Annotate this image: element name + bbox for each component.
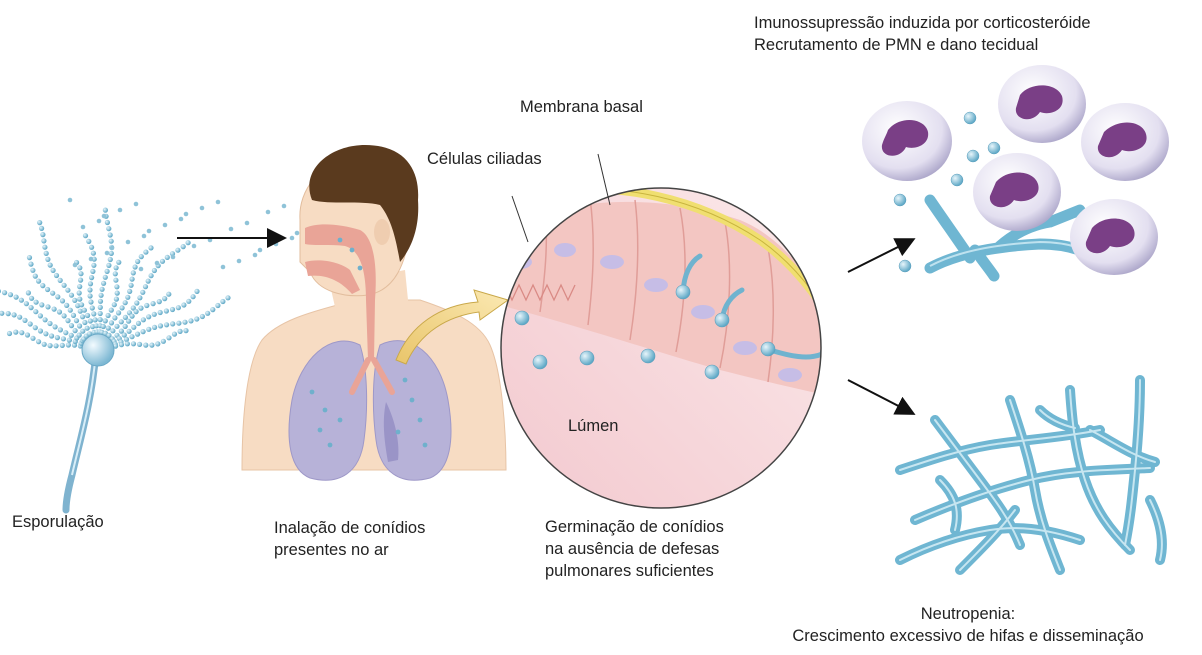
label-inhalation-line-2: presentes no ar	[274, 539, 425, 561]
label-immunosuppression: Imunossupressão induzida por corticoster…	[754, 12, 1091, 56]
magnified-airway-circle	[480, 154, 850, 508]
label-immunosuppression-line-1: Imunossupressão induzida por corticoster…	[754, 12, 1091, 34]
label-sporulation: Esporulação	[12, 511, 104, 533]
label-basal-membrane: Membrana basal	[520, 96, 643, 118]
label-inhalation-line-1: Inalação de conídios	[274, 517, 425, 539]
arrow-to-hyphae	[848, 380, 912, 413]
airborne-conidia	[68, 198, 300, 272]
label-immunosuppression-line-2: Recrutamento de PMN e dano tecidual	[754, 34, 1091, 56]
label-germination: Germinação de conídios na ausência de de…	[545, 516, 724, 582]
label-inhalation: Inalação de conídios presentes no ar	[274, 517, 425, 561]
label-germination-line-2: na ausência de defesas	[545, 538, 724, 560]
label-lumen: Lúmen	[568, 415, 618, 437]
neutrophil-cluster	[862, 65, 1169, 276]
label-neutropenia-line-2: Crescimento excessivo de hifas e dissemi…	[748, 625, 1188, 647]
label-neutropenia-line-1: Neutropenia:	[748, 603, 1188, 625]
label-neutropenia: Neutropenia: Crescimento excessivo de hi…	[748, 603, 1188, 647]
label-germination-line-3: pulmonares suficientes	[545, 560, 724, 582]
label-germination-line-1: Germinação de conídios	[545, 516, 724, 538]
label-ciliated-cells: Células ciliadas	[427, 148, 542, 170]
conidiophore-illustration	[0, 208, 231, 511]
hyphae-network	[900, 380, 1162, 570]
